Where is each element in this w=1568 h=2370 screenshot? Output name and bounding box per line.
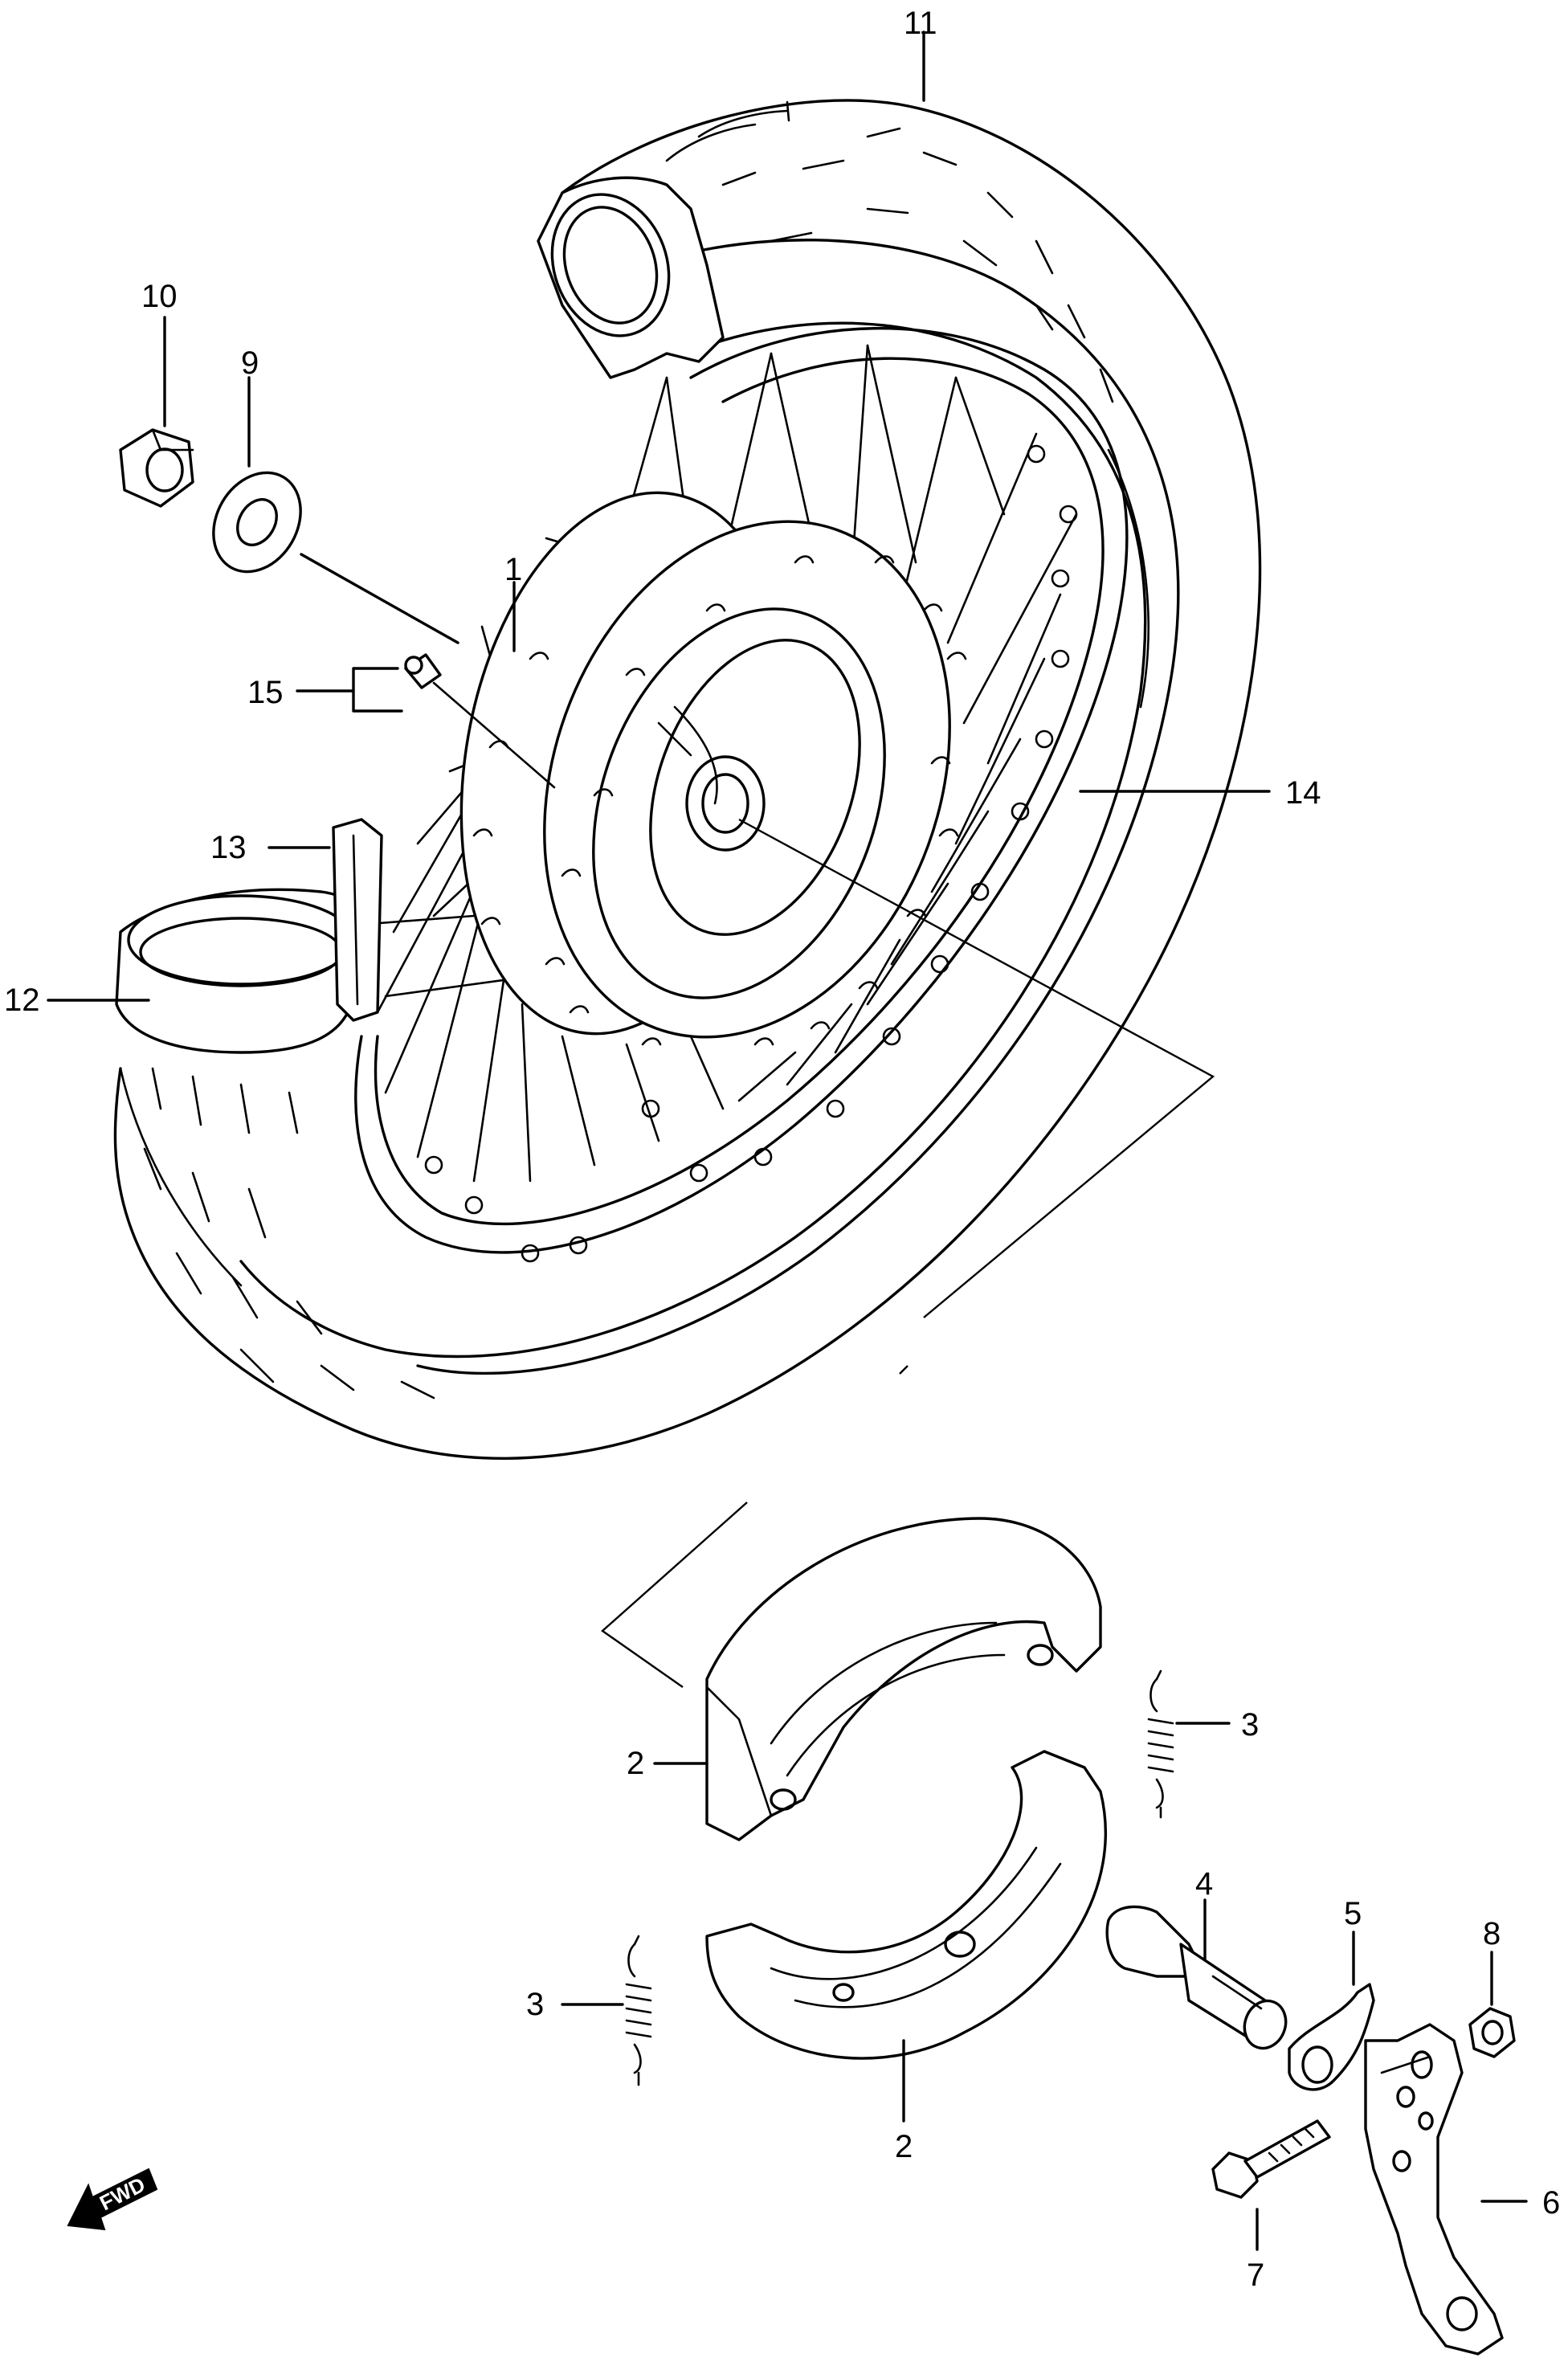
callout-3-lower: 3 <box>526 1987 544 2022</box>
axis-line <box>601 818 1215 1688</box>
hub <box>459 491 967 1046</box>
callout-1: 1 <box>504 552 522 587</box>
callout-8: 8 <box>1483 1916 1501 1951</box>
callout-10: 10 <box>141 279 178 314</box>
valve-stem <box>404 653 556 789</box>
callout-6: 6 <box>1542 2185 1560 2221</box>
nut-8 <box>1468 2007 1516 2058</box>
callout-11: 11 <box>904 6 937 41</box>
callout-9: 9 <box>241 345 259 381</box>
callout-2-lower: 2 <box>895 2129 913 2164</box>
brake-shoe-upper <box>705 1517 1102 1841</box>
callout-5: 5 <box>1344 1896 1362 1931</box>
cam-shaft-4 <box>1105 1905 1288 2050</box>
callout-13: 13 <box>210 830 247 865</box>
brake-lever-6 <box>1364 2023 1504 2356</box>
spring-upper <box>1147 1669 1174 1819</box>
callout-2-upper: 2 <box>627 1746 644 1781</box>
leader-lines <box>47 31 1528 2251</box>
callout-12: 12 <box>4 983 40 1018</box>
fwd-arrow-icon: FWD <box>67 2168 158 2231</box>
callout-7: 7 <box>1247 2258 1264 2293</box>
indicator-5 <box>1288 1983 1375 2091</box>
brake-shoe-lower <box>705 1750 1108 2060</box>
callout-14: 14 <box>1285 775 1321 811</box>
fwd-label: FWD <box>96 2172 149 2216</box>
callout-4: 4 <box>1195 1866 1213 1902</box>
nut-10 <box>119 428 194 508</box>
callout-15: 15 <box>247 675 284 710</box>
rim-lock <box>332 818 383 1022</box>
tire <box>113 99 1262 1461</box>
bolt-7 <box>1211 2119 1331 2199</box>
spring-lower <box>625 1935 652 2086</box>
spoke-nipples <box>424 444 1078 1263</box>
callout-3-upper: 3 <box>1241 1707 1259 1743</box>
callout-labels: 11 10 9 1 15 13 12 14 3 2 4 5 8 3 2 6 7 <box>4 6 1560 2293</box>
washer-9 <box>212 471 302 574</box>
rim <box>354 327 1129 1254</box>
